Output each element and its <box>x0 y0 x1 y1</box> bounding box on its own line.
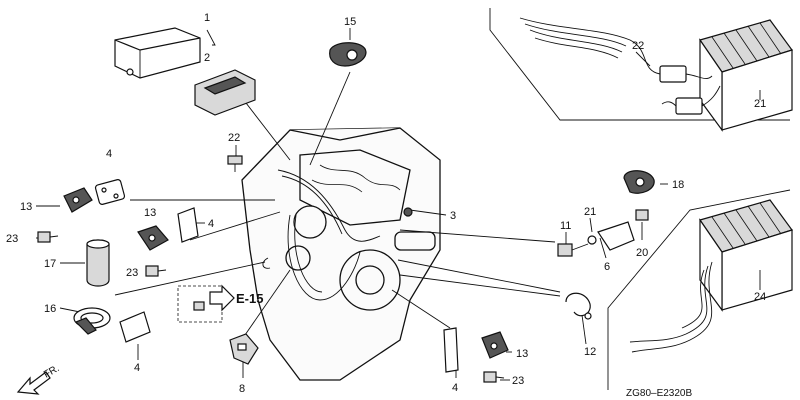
clip-12 <box>565 292 592 320</box>
bolt-23b <box>145 265 167 277</box>
callout-16: 18 <box>672 179 684 191</box>
bolt-20 <box>227 155 243 172</box>
bolt-23c <box>483 371 505 383</box>
callout-8: 8 <box>239 383 245 395</box>
callout-20: 22 <box>228 132 240 144</box>
clip-13a <box>63 187 93 213</box>
callouts: 1 2 15 22 4 13 13 4 23 23 17 16 4 8 3 4 … <box>6 12 766 395</box>
callout-4b: 4 <box>208 218 214 230</box>
stay-6 <box>597 221 635 251</box>
callout-13c: 13 <box>516 348 528 360</box>
callout-2: 2 <box>204 52 210 64</box>
band-15 <box>73 307 111 335</box>
callout-13a: 13 <box>20 201 32 213</box>
callout-15: 16 <box>44 303 56 315</box>
clamp-14 <box>329 42 367 67</box>
callout-19: 21 <box>584 206 596 218</box>
tube-17 <box>86 239 110 287</box>
bolt-23a <box>37 231 59 243</box>
terminal-8 <box>229 333 259 365</box>
callout-4a: 4 <box>106 148 112 160</box>
callout-3: 3 <box>450 210 456 222</box>
bolt-11 <box>557 243 589 257</box>
front-label: FR. <box>42 363 61 381</box>
stay-4d <box>443 327 459 373</box>
callout-23c: 23 <box>512 375 524 387</box>
lower-right-frame <box>607 189 791 390</box>
engine-harness <box>262 169 381 269</box>
regulator-lower <box>629 199 793 353</box>
callout-18: 20 <box>636 247 648 259</box>
wire-harness-upper <box>519 17 721 115</box>
stay-4b <box>177 207 199 243</box>
diagram-code: ZG80–E2320B <box>626 388 692 399</box>
regulator-upper <box>699 19 793 132</box>
upper-right-frame <box>489 8 790 121</box>
callout-12: 12 <box>584 346 596 358</box>
callout-24: 24 <box>754 291 766 303</box>
washer-19 <box>587 235 597 245</box>
callout-23b: 23 <box>126 267 138 279</box>
callout-4d: 4 <box>452 382 458 394</box>
callout-11: 11 <box>560 220 571 232</box>
stay-4c <box>119 311 151 343</box>
stay-4a <box>94 179 126 205</box>
reference-label: E-15 <box>236 291 263 306</box>
callout-21: 21 <box>754 98 766 110</box>
callout-14: 15 <box>344 16 356 28</box>
leader-lines <box>36 28 761 381</box>
engine-block <box>241 127 441 381</box>
callout-22: 22 <box>632 40 644 52</box>
clip-16 <box>623 170 655 194</box>
callout-1: 1 <box>204 12 210 24</box>
callout-4c: 4 <box>134 362 140 374</box>
nut-18 <box>635 209 649 221</box>
control-box <box>114 27 201 79</box>
clip-13c <box>481 331 509 359</box>
callout-13b: 13 <box>144 207 156 219</box>
callout-23a: 23 <box>6 233 18 245</box>
cover <box>194 69 256 116</box>
callout-17: 17 <box>44 258 56 270</box>
reference-box <box>177 284 235 323</box>
clip-13b <box>137 225 169 251</box>
front-arrow-icon <box>16 371 51 395</box>
clip-3 <box>403 207 413 217</box>
callout-6: 6 <box>604 261 610 273</box>
